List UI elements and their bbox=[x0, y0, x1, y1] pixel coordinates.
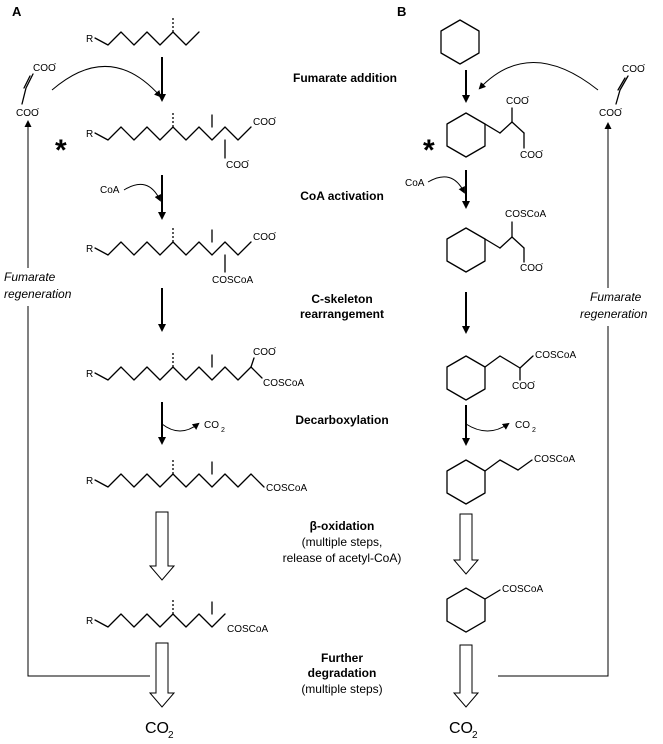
step-c-skeleton-line1: C-skeleton bbox=[311, 292, 372, 306]
a5-coscoa: COSCoA bbox=[266, 483, 307, 494]
b2-coo-top: COO bbox=[506, 96, 529, 107]
b-coa-label: CoA bbox=[405, 178, 425, 189]
a3-coo-top-minus: - bbox=[274, 230, 277, 237]
b-final-co2: CO bbox=[449, 720, 473, 737]
b-regen-line1: Fumarate bbox=[590, 290, 642, 304]
b-co2-arrow bbox=[465, 422, 510, 432]
a-co2-sub: 2 bbox=[221, 427, 225, 434]
step-beta-note-2: release of acetyl-CoA) bbox=[283, 551, 402, 565]
b-fum-coo-bottom-minus: - bbox=[620, 106, 623, 113]
a-rearranged: R COO - COSCoA bbox=[86, 345, 304, 389]
b2-coo-bottom: COO bbox=[520, 150, 543, 161]
b-co2-sub: 2 bbox=[532, 427, 536, 434]
a2-star: * bbox=[55, 134, 67, 167]
a4-r-label: R bbox=[86, 369, 93, 380]
a5-r-label: R bbox=[86, 476, 93, 487]
a-alkane: R bbox=[86, 16, 200, 46]
step-further-note: (multiple steps) bbox=[301, 682, 382, 696]
a3-coo-top: COO bbox=[253, 232, 276, 243]
a4-coo-minus: - bbox=[274, 345, 277, 352]
b-fum-coo-top-minus: - bbox=[643, 62, 646, 69]
b-cyclohexyl-coscoa: COSCoA bbox=[446, 584, 543, 633]
b-succinate-adduct: * COO - COO - bbox=[423, 94, 544, 167]
b-hollow-arrow-2 bbox=[452, 644, 480, 708]
a6-r-label: R bbox=[86, 616, 93, 627]
a-co2-label: CO bbox=[204, 420, 219, 431]
b4-coo-minus: - bbox=[533, 379, 536, 386]
step-beta-note-1: (multiple steps, bbox=[302, 535, 383, 549]
a-regen-loop bbox=[24, 120, 150, 677]
a4-coo: COO bbox=[253, 347, 276, 358]
a2-r-label: R bbox=[86, 129, 93, 140]
b2-coo-bottom-minus: - bbox=[541, 148, 544, 155]
b-final-co2-sub: 2 bbox=[472, 730, 478, 741]
b-coa-arrow bbox=[427, 176, 465, 194]
b-fumarate: COO - COO - bbox=[599, 62, 646, 119]
a-coa-activated: R COO - COSCoA bbox=[86, 226, 277, 286]
a4-coscoa: COSCoA bbox=[263, 378, 304, 389]
panel-label-a: A bbox=[12, 4, 22, 19]
a2-coo-top-minus: - bbox=[274, 115, 277, 122]
a-fum-coo-top: COO bbox=[33, 63, 56, 74]
step-beta-oxidation: β-oxidation bbox=[310, 519, 375, 533]
b-regen-line2: regeneration bbox=[580, 307, 648, 321]
a-final-co2-sub: 2 bbox=[168, 730, 174, 741]
step-c-skeleton-line2: rearrangement bbox=[300, 307, 384, 321]
a1-r-label: R bbox=[86, 34, 93, 45]
b5-coscoa: COSCoA bbox=[534, 454, 575, 465]
b3-coo: COO bbox=[520, 263, 543, 274]
panel-label-b: B bbox=[397, 4, 406, 19]
a3-r-label: R bbox=[86, 244, 93, 255]
a2-coo-top: COO bbox=[253, 117, 276, 128]
a-hollow-arrow-2 bbox=[148, 642, 176, 708]
a-coa-label: CoA bbox=[100, 185, 120, 196]
step-decarboxylation: Decarboxylation bbox=[295, 413, 388, 427]
a3-coscoa: COSCoA bbox=[212, 275, 253, 286]
a-final-co2: CO bbox=[145, 720, 169, 737]
step-further-line2: degradation bbox=[308, 666, 377, 680]
b-fum-coo-top: COO bbox=[622, 64, 645, 75]
b-co2-label: CO bbox=[515, 420, 530, 431]
a-fumarate: COO - COO - bbox=[16, 61, 57, 119]
b-fumarate-in-arrow bbox=[478, 62, 599, 91]
a-co2-arrow bbox=[161, 422, 200, 432]
b4-coscoa: COSCoA bbox=[535, 350, 576, 361]
a-coa-arrow bbox=[123, 183, 161, 202]
b-cyclohexane bbox=[440, 19, 480, 65]
b2-star: * bbox=[423, 134, 435, 167]
a-decarboxylated: R COSCoA bbox=[86, 458, 307, 494]
a-fumarate-in-arrow bbox=[51, 66, 162, 98]
a-fum-coo-bottom-minus: - bbox=[37, 106, 40, 113]
step-coa-activation: CoA activation bbox=[300, 189, 384, 203]
a-fum-coo-top-minus: - bbox=[54, 61, 57, 68]
b-decarboxylated: COSCoA bbox=[446, 454, 575, 505]
b-hollow-arrow-1 bbox=[452, 513, 480, 575]
a2-coo-bottom: COO bbox=[226, 160, 249, 171]
a2-coo-bottom-minus: - bbox=[247, 158, 250, 165]
a6-coscoa: COSCoA bbox=[227, 624, 268, 635]
b3-coscoa: COSCoA bbox=[505, 209, 546, 220]
b-fum-coo-bottom: COO bbox=[599, 108, 622, 119]
b3-coo-minus: - bbox=[541, 261, 544, 268]
step-further-line1: Further bbox=[321, 651, 363, 665]
b-rearranged: COSCoA COO - bbox=[446, 350, 576, 401]
a-regen-line2: regeneration bbox=[4, 287, 72, 301]
a-fum-coo-bottom: COO bbox=[16, 108, 39, 119]
step-fumarate-addition: Fumarate addition bbox=[293, 71, 397, 85]
a-after-beta-oxidation: R COSCoA bbox=[86, 598, 268, 635]
a-hollow-arrow-1 bbox=[148, 511, 176, 581]
a-succinate-adduct: * R COO - COO - bbox=[55, 111, 277, 171]
b2-coo-top-minus: - bbox=[527, 94, 530, 101]
b-coa-activated: COSCoA COO - bbox=[446, 209, 546, 274]
b4-coo: COO bbox=[512, 381, 535, 392]
b6-coscoa: COSCoA bbox=[502, 584, 543, 595]
a-regen-line1: Fumarate bbox=[4, 270, 56, 284]
